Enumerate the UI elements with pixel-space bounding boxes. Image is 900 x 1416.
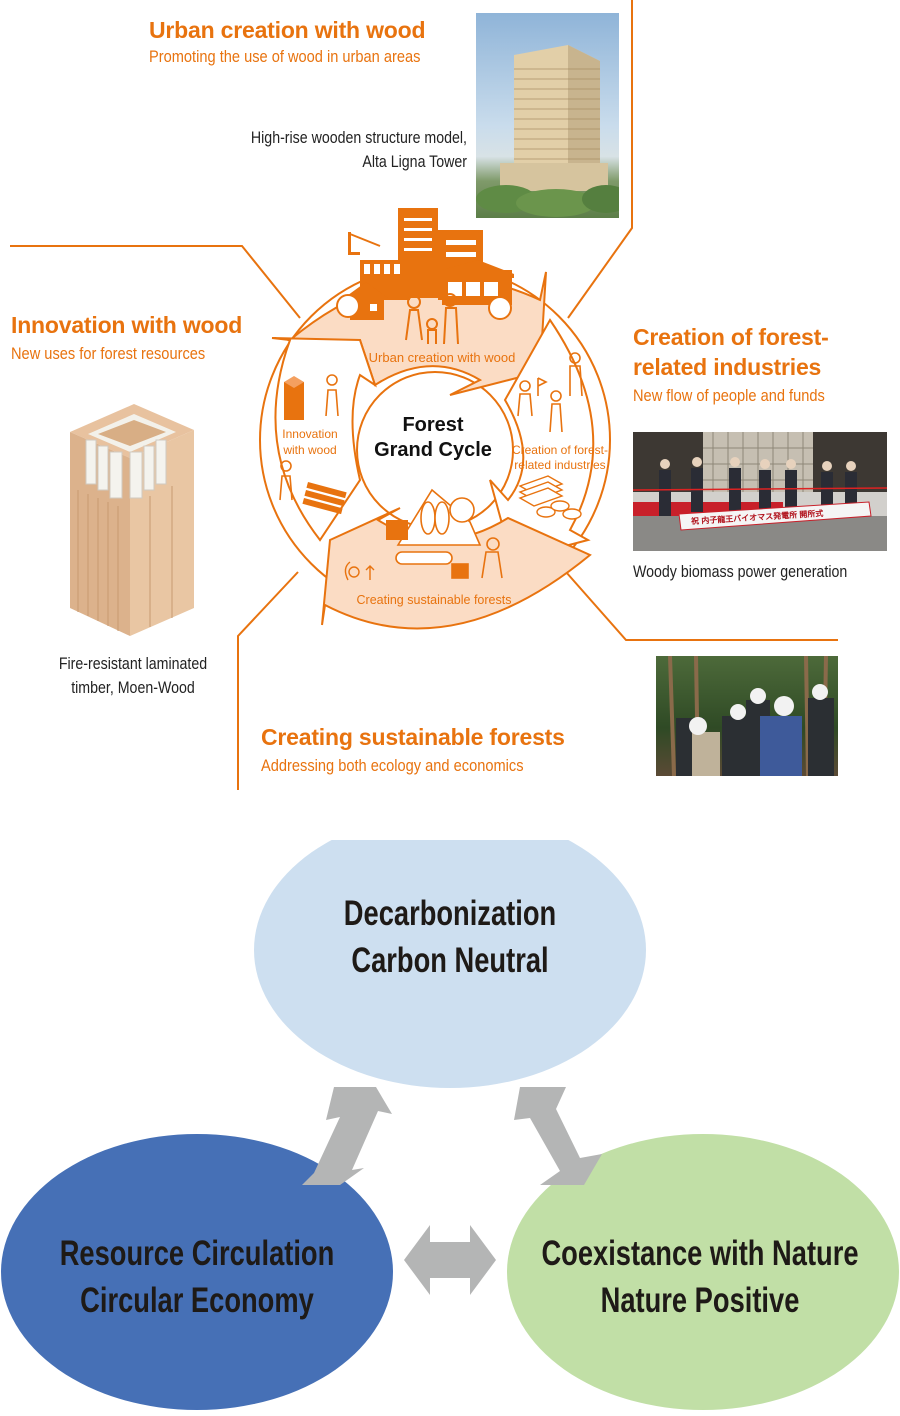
relationship-diagram <box>1 840 899 1410</box>
forest-grand-cycle-diagram: Urban creation with wood Forest Grand Cy… <box>259 208 611 630</box>
cycle-label-innovation-line1: Innovation <box>282 427 337 441</box>
connector-urban <box>567 0 633 319</box>
urban-photo-caption: High-rise wooden structure model, Alta L… <box>250 129 467 171</box>
innovation-section-title: Innovation with wood <box>11 312 243 338</box>
cycle-center-title-line2: Grand Cycle <box>374 439 492 461</box>
bubble-resource-circulation-label: Resource Circulation Circular Economy <box>59 1234 335 1320</box>
innovation-section-subtitle: New uses for forest resources <box>11 344 206 363</box>
forest-workers-photo <box>656 656 838 776</box>
bubble-coexistence-nature-label: Coexistance with Nature Nature Positive <box>541 1234 859 1320</box>
people-with-flags-icon <box>517 352 583 433</box>
industries-cycle-arrow <box>489 318 595 562</box>
high-rise-tower-photo <box>476 13 619 218</box>
logs-icon <box>302 482 347 515</box>
industries-photo-caption: Woody biomass power generation <box>633 563 848 581</box>
cycle-center-title-line1: Forest <box>402 414 463 436</box>
family-icon <box>405 293 459 345</box>
forests-section-subtitle: Addressing both ecology and economics <box>261 756 524 775</box>
industries-section-title-line2: related industries <box>633 354 822 380</box>
bubble-resource-circulation <box>1 1134 393 1410</box>
arrow-horizontal <box>404 1225 496 1295</box>
tree-icons <box>336 294 512 320</box>
industries-section-title-line1: Creation of forest- <box>633 324 829 350</box>
squirrel-icon <box>344 561 375 581</box>
forest-trees-icon <box>386 488 482 565</box>
money-stack-icon <box>518 475 582 520</box>
cycle-label-forests: Creating sustainable forests <box>357 593 512 607</box>
cycle-label-industries-line2: related industries <box>514 458 605 472</box>
arrow-top-right-main <box>514 1087 602 1185</box>
cycle-label-innovation-line2: with wood <box>282 443 336 457</box>
bubble-coexistence-nature <box>507 1134 899 1410</box>
timber-block-icon <box>284 376 304 420</box>
bubble-decarbonization <box>254 840 646 1088</box>
worker-icon <box>279 374 339 501</box>
innovation-photo-caption: Fire-resistant laminated timber, Moen-Wo… <box>58 655 208 697</box>
forests-section-title: Creating sustainable forests <box>261 724 565 750</box>
connector-lines <box>10 0 838 790</box>
urban-section-subtitle: Promoting the use of wood in urban areas <box>149 47 421 66</box>
connector-forests <box>237 571 299 790</box>
cycle-label-industries-line1: Creation of forest- <box>512 443 608 457</box>
industries-section-subtitle: New flow of people and funds <box>633 386 825 405</box>
urban-section-title: Urban creation with wood <box>149 17 426 43</box>
ribbon-cutting-ceremony-photo: 祝 内子龍王バイオマス発電所 開所式 <box>633 432 887 551</box>
connector-innovation <box>10 245 301 319</box>
lumberjack-icon <box>451 537 503 579</box>
connector-industries <box>565 571 838 641</box>
laminated-timber-illustration <box>70 404 194 636</box>
cycle-label-urban: Urban creation with wood <box>369 350 516 365</box>
arrow-top-left-main <box>302 1087 392 1185</box>
bubble-decarbonization-label: Decarbonization Carbon Neutral <box>343 894 557 980</box>
